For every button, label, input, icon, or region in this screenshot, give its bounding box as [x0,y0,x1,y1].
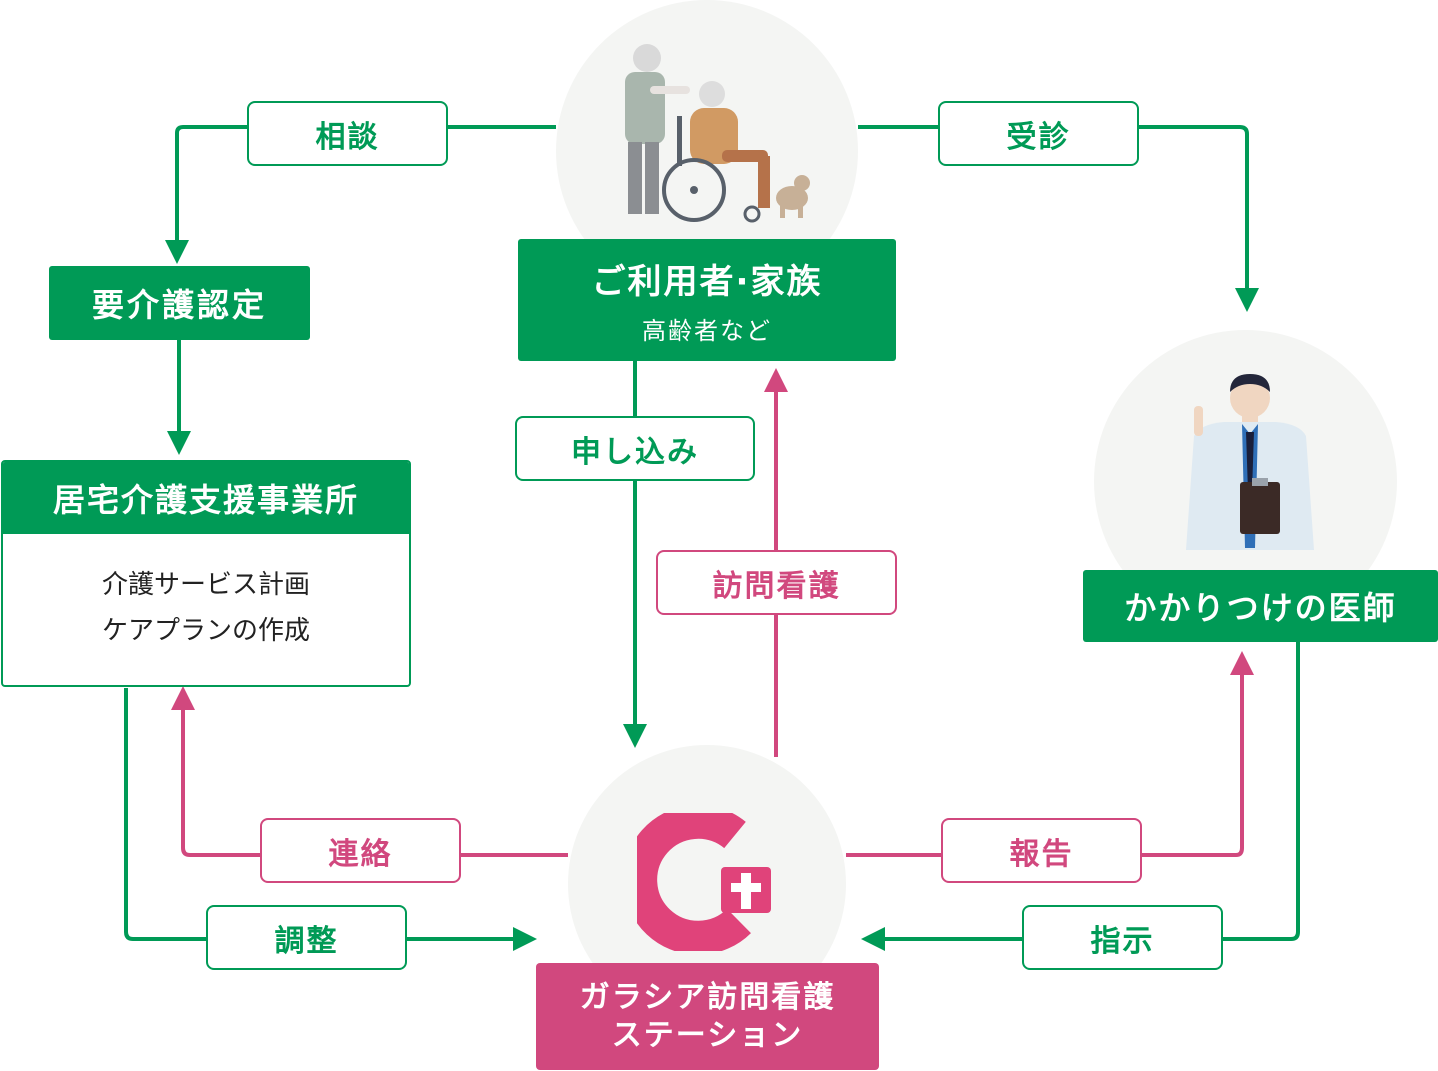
nursing-station-line2: ステーション [611,1017,804,1053]
user-family-subtitle: 高齢者など [642,317,772,345]
nursing-station-line1: ガラシア訪問看護 [579,979,836,1015]
doctor-icon [1186,374,1314,550]
line-report [846,651,1254,857]
garacia-logo-icon [637,813,771,951]
line-instruct [861,642,1300,951]
label-instruct: 指示 [1022,905,1223,970]
label-contact: 連絡 [260,818,461,883]
care-office-line1: 介護サービス計画 [101,570,310,600]
care-office-body: 介護サービス計画 ケアプランの作成 [3,534,409,654]
care-certification-title: 要介護認定 [91,286,267,324]
care-office-box: 居宅介護支援事業所 介護サービス計画 ケアプランの作成 [1,460,411,687]
label-report: 報告 [941,818,1142,883]
user-family-box: ご利用者·家族 高齢者など [518,239,896,361]
label-consult: 相談 [247,101,448,166]
line-adjust [124,688,537,951]
care-office-header: 居宅介護支援事業所 [3,462,409,534]
care-office-title: 居宅介護支援事業所 [52,481,359,519]
label-adjust: 調整 [206,905,407,970]
label-home-nursing: 訪問看護 [656,550,897,615]
line-visit-doctor [858,125,1259,312]
family-doctor-title: かかりつけの医師 [1124,589,1397,627]
family-doctor-box: かかりつけの医師 [1083,570,1438,642]
nursing-station-box: ガラシア訪問看護 ステーション [536,963,879,1070]
user-family-title: ご利用者·家族 [591,262,823,302]
line-consult [165,125,556,264]
elderly-family-wheelchair-icon [625,44,810,223]
label-apply: 申し込み [515,416,755,481]
label-visit-doctor: 受診 [938,101,1139,166]
line-contact [171,686,568,857]
care-certification-box: 要介護認定 [49,266,310,340]
care-office-line2: ケアプランの作成 [101,616,310,646]
